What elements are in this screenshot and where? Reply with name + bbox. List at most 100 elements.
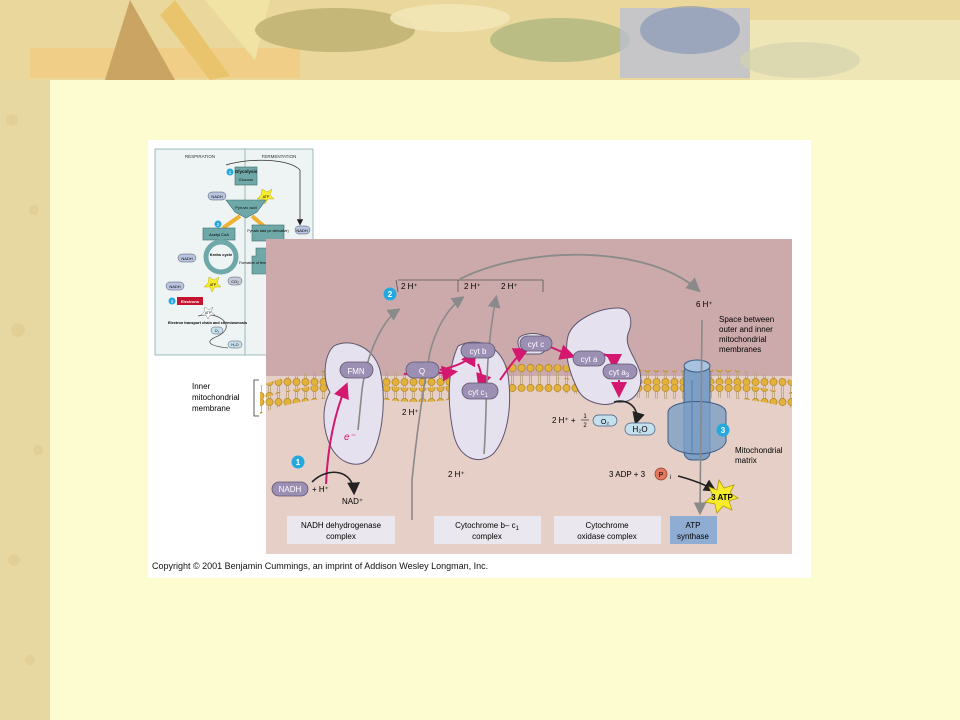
inset-step-1-badge <box>226 168 234 176</box>
mid-proton-label: 2 H⁺ <box>402 408 419 417</box>
electron-transport-diagram: RESPIRATION FERMENTATION 1 Glycolysis Gl… <box>152 148 792 571</box>
space-label-line-2: outer and inner <box>719 325 773 334</box>
electron-flow-nadh-to-fmn <box>325 382 349 485</box>
inset-nadh-badge-4 <box>294 225 311 235</box>
inset-atp-star-2 <box>203 276 222 293</box>
texture-dots <box>6 114 43 665</box>
ubiquinone-badge <box>405 361 440 379</box>
lipid-layer-bottom <box>260 377 792 414</box>
nadh-plus-h-label: + H⁺ <box>312 485 329 494</box>
space-label-line-1: Space between <box>719 315 774 324</box>
fmn-label: FMN <box>347 367 365 376</box>
cyt-a-badge <box>572 350 606 367</box>
nadh-oxidation-arrow <box>311 471 360 496</box>
cyt-c1-badge <box>461 382 499 400</box>
cytochrome-bc1-complex <box>448 341 511 460</box>
inset-pyruvic-label: Pyruvic acid <box>235 205 257 210</box>
inner-membrane-label-line-1: Inner <box>192 382 211 391</box>
inset-electrons-label: Electrons <box>181 299 200 304</box>
inset-atp-label-2: ATP <box>210 283 217 287</box>
inset-nadh-label-3: NADH <box>169 284 180 289</box>
inset-step-3-badge <box>168 297 176 305</box>
lipid-layer-top <box>260 363 792 400</box>
oxygen-badge <box>592 414 618 427</box>
inset-fermentation-header: FERMENTATION <box>262 154 297 159</box>
inset-acetyl-coa-label: Acetyl CoA <box>209 232 229 237</box>
top-proton-1: 2 H⁺ <box>401 282 418 291</box>
inset-step-2-number: 2 <box>217 222 220 227</box>
copyright-line: Copyright © 2001 Benjamin Cummings, an i… <box>152 561 488 571</box>
cyt-c-badge <box>519 335 553 352</box>
water-badge <box>624 422 656 436</box>
cyt-c1-label: cyt c <box>468 388 484 397</box>
label-box-cytochrome-bc1 <box>434 516 541 544</box>
inset-h2o-badge <box>227 340 243 349</box>
cyt-c1-text: cyt c1 <box>468 388 488 399</box>
inset-co2-label: CO₂ <box>231 279 239 284</box>
inset-krebs-cycle-ring <box>203 239 239 275</box>
water-formation-arrow <box>613 400 645 426</box>
inset-pyruvic-derivative-label: Pyruvic acid (or derivative) <box>247 229 288 233</box>
main-step-1-badge <box>291 455 305 469</box>
complex-2-line-2: complex <box>472 532 502 541</box>
inset-atp-label-1: ATP <box>263 195 270 199</box>
cyt-a-label: cyt a <box>581 355 598 364</box>
main-step-3-number: 3 <box>721 426 726 435</box>
inset-etc-label: Electron transport chain and chemiosmosi… <box>168 321 247 325</box>
complex-4-line-1: ATP <box>686 521 701 530</box>
main-diagram-panel: 2 2 H⁺ 2 H⁺ 2 H⁺ 6 H⁺ Space between oute… <box>192 239 792 554</box>
main-step-2-number: 2 <box>388 290 393 299</box>
inset-step-2-badge <box>214 220 222 228</box>
complex-1-line-1: NADH dehydrogenase <box>301 521 382 530</box>
complex-1-line-2: complex <box>326 532 356 541</box>
cyt-c1-subscript: 1 <box>485 393 489 399</box>
phosphate-label: P <box>659 472 664 479</box>
atp-starburst <box>704 478 739 514</box>
inset-atp-star-1 <box>256 188 275 205</box>
atp-synthase-top <box>683 359 711 373</box>
nadh-dehydrogenase-complex <box>323 342 384 465</box>
inset-o2-badge <box>210 326 224 335</box>
top-proton-2: 2 H⁺ <box>464 282 481 291</box>
inset-nadh-badge-1 <box>207 191 227 201</box>
complex-3-line-1: Cytochrome <box>585 521 629 530</box>
fmn-badge <box>339 361 374 379</box>
complex-4-line-2: synthase <box>677 532 710 541</box>
space-label-line-3: mitochondrial <box>719 335 767 344</box>
lipid-bilayer <box>260 363 792 414</box>
complex-2-line-1-text: Cytochrome b– c1 <box>455 521 519 532</box>
proton-bracket <box>395 279 544 293</box>
inset-nadh-label-1: NADH <box>211 194 222 199</box>
inset-electrons-box <box>177 297 203 305</box>
inner-membrane-label-line-3: membrane <box>192 404 231 413</box>
cyt-a3-badge <box>602 363 638 380</box>
proton-pump-arrow-1 <box>357 308 401 431</box>
inset-nadh-return-arrow <box>225 159 304 226</box>
nadh-badge <box>271 481 309 497</box>
membrane-bracket <box>253 379 259 417</box>
label-box-cytochrome-oxidase <box>554 516 661 544</box>
matrix-label-line-1: Mitochondrial <box>735 446 783 455</box>
complex-3-line-2: oxidase complex <box>577 532 637 541</box>
ubiquinone-label: Q <box>419 367 425 376</box>
leaf-banner-image <box>0 0 960 80</box>
inset-nadh-badge-2 <box>177 253 197 263</box>
oxygen-equation-label: 2 H⁺ + <box>552 416 576 425</box>
adp-equation-label: 3 ADP + 3 <box>609 470 646 479</box>
inset-co2-badge <box>227 276 243 286</box>
main-step-1-number: 1 <box>296 458 301 467</box>
inset-step-1-number: 1 <box>229 170 232 175</box>
proton-pump-arrow-3 <box>483 294 501 455</box>
atp-yield-label: 3 ATP <box>711 493 733 502</box>
main-step-3-badge <box>716 423 730 437</box>
inset-nadh-label-2: NADH <box>181 256 192 261</box>
nad-label: NAD⁺ <box>342 497 363 506</box>
inset-step-3-number: 3 <box>171 299 174 304</box>
cyt-b-badge <box>460 342 496 359</box>
inset-h2o-label: H₂O <box>231 343 238 347</box>
water-label: H₂O <box>632 425 647 434</box>
nadh-label: NADH <box>279 485 302 494</box>
inset-krebs-label: Krebs cycle <box>210 252 233 257</box>
inset-atp-star-3 <box>200 306 216 320</box>
